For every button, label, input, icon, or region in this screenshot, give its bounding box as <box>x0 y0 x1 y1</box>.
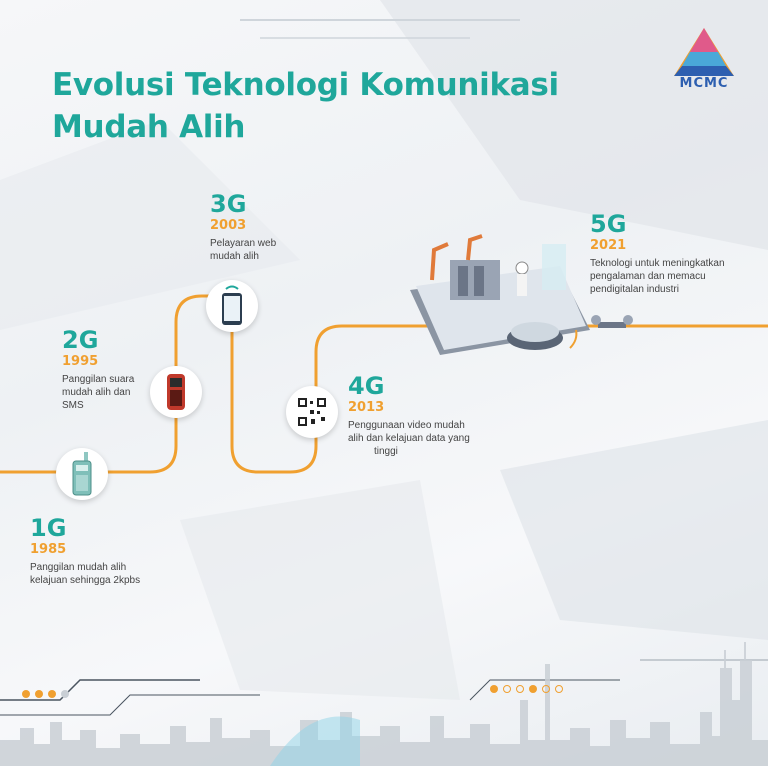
mcmc-logo-icon <box>674 28 734 76</box>
gen-label: 1G <box>30 514 67 542</box>
logo-text: MCMC <box>679 76 729 91</box>
gen-year: 2021 <box>590 238 627 253</box>
generation-3g: 3G 2003 Pelayaran web mudah alih <box>210 190 276 263</box>
generation-1g: 1G 1985 Panggilan mudah alih kelajuan se… <box>30 514 140 587</box>
smart-industry-phone-icon <box>410 234 633 355</box>
generation-2g: 2G 1995 Panggilan suara mudah alih dan S… <box>62 326 134 412</box>
icon-1g <box>56 448 108 500</box>
decorative-dots-center <box>490 685 563 693</box>
gen-label: 2G <box>62 326 99 354</box>
icon-4g <box>286 386 338 438</box>
gen-description: Panggilan suara mudah alih dan SMS <box>62 374 135 411</box>
qr-code-icon <box>297 397 327 427</box>
generation-5g: 5G 2021 Teknologi untuk meningkatkan pen… <box>590 210 725 296</box>
gen-label: 4G <box>348 372 385 400</box>
title-line-1: Evolusi Teknologi Komunikasi <box>52 67 559 103</box>
generation-4g: 4G 2013 Penggunaan video mudah alih dan … <box>348 372 470 458</box>
gen-label: 3G <box>210 190 247 218</box>
gen-description: Pelayaran web mudah alih <box>210 238 277 262</box>
brick-phone-icon <box>72 452 92 496</box>
gen-year: 2013 <box>348 400 385 415</box>
gen-year: 2003 <box>210 218 247 233</box>
gen-year: 1995 <box>62 354 99 369</box>
gen-label: 5G <box>590 210 627 238</box>
gen-description: Teknologi untuk meningkatkan pengalaman … <box>590 258 725 295</box>
feature-phone-icon <box>167 374 185 410</box>
decorative-dots-left <box>22 690 69 698</box>
title-line-2: Mudah Alih <box>52 109 246 145</box>
gen-description: Panggilan mudah alih kelajuan sehingga 2… <box>30 562 141 586</box>
page-title: Evolusi Teknologi Komunikasi Mudah Alih <box>52 64 559 148</box>
smartphone-wifi-icon <box>222 285 242 325</box>
icon-3g <box>206 280 258 332</box>
icon-2g <box>150 366 202 418</box>
gen-year: 1985 <box>30 542 67 557</box>
gen-description: Penggunaan video mudah alih dan kelajuan… <box>348 420 470 457</box>
